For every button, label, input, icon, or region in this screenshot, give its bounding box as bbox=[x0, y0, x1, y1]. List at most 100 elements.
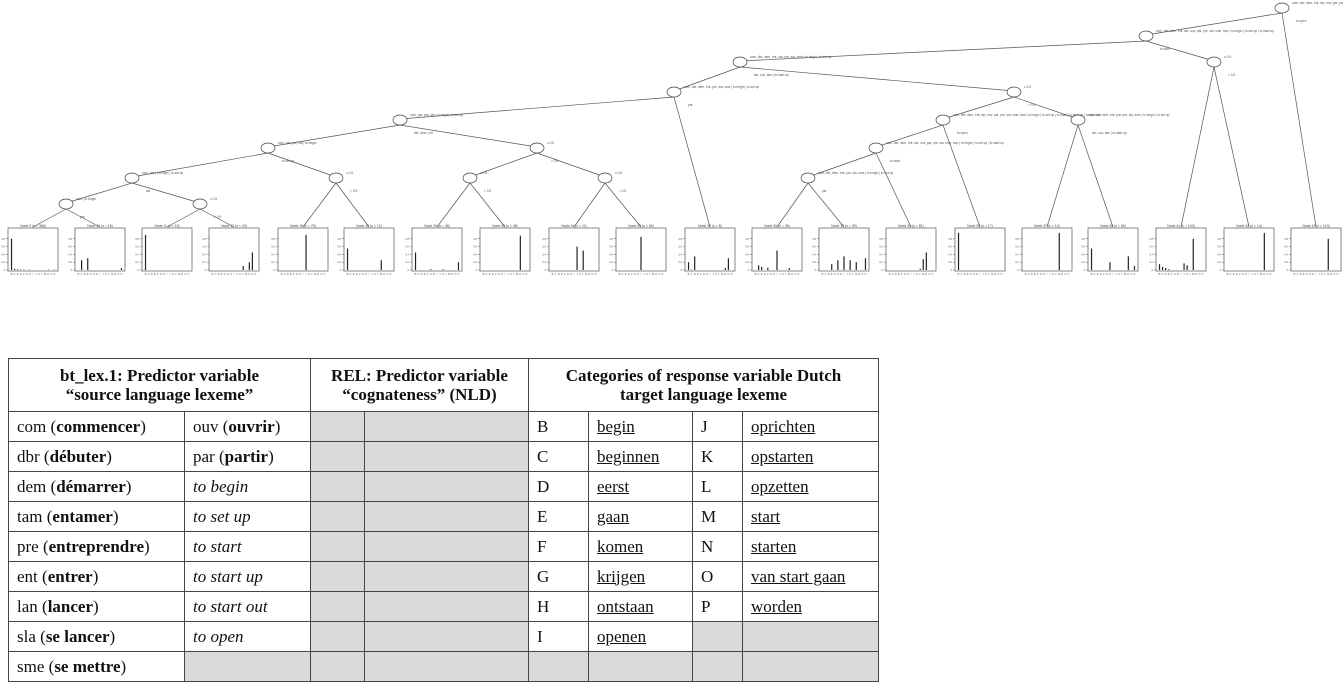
leaf-bar bbox=[1128, 256, 1129, 270]
category-tick-label: H bbox=[1109, 272, 1111, 276]
category-tick-label: O bbox=[1333, 272, 1335, 276]
category-tick-label: D bbox=[421, 272, 423, 276]
y-tick-label: 0.2 bbox=[948, 260, 952, 264]
leaf-bar bbox=[958, 233, 959, 270]
y-tick-label: 0 bbox=[4, 268, 6, 272]
y-tick-label: 0.6 bbox=[202, 245, 206, 249]
leaf-bar bbox=[1109, 262, 1110, 270]
category-tick-label: K bbox=[1186, 272, 1188, 276]
tree-edge bbox=[1078, 125, 1113, 227]
category-tick-label: K bbox=[239, 272, 241, 276]
category-tick-label: N bbox=[317, 272, 319, 276]
leaf-label: Node 30 (n = 36) bbox=[764, 224, 790, 228]
category-tick-label: B bbox=[1025, 272, 1027, 276]
category-tick-label: D bbox=[558, 272, 560, 276]
category-tick-label: J bbox=[305, 272, 307, 276]
tree-edge bbox=[537, 153, 605, 177]
category-tick-label: M bbox=[178, 272, 180, 276]
y-tick-label: 0 bbox=[681, 268, 683, 272]
category-tick-label: I bbox=[710, 272, 711, 276]
category-tick-label: L bbox=[1121, 272, 1123, 276]
leaf-label: Node 20 (n = 46) bbox=[424, 224, 450, 228]
category-tick-label: G bbox=[93, 272, 95, 276]
y-tick-label: 0.6 bbox=[1081, 245, 1085, 249]
response-word-cell: begin bbox=[589, 412, 693, 442]
category-tick-label: H bbox=[907, 272, 909, 276]
category-tick-label: L bbox=[108, 272, 110, 276]
category-tick-label: F bbox=[427, 272, 429, 276]
cognateness-cell bbox=[365, 562, 529, 592]
category-tick-label: B bbox=[755, 272, 757, 276]
y-tick-label: 0.4 bbox=[1081, 252, 1085, 256]
y-tick-label: 0.6 bbox=[337, 245, 341, 249]
category-tick-label: B bbox=[483, 272, 485, 276]
category-tick-label: B bbox=[415, 272, 417, 276]
category-tick-label: B bbox=[145, 272, 147, 276]
category-tick-label: B bbox=[212, 272, 214, 276]
split-node bbox=[801, 173, 815, 183]
category-tick-label: D bbox=[287, 272, 289, 276]
y-tick-label: 0.4 bbox=[812, 252, 816, 256]
tree-edge bbox=[740, 67, 1014, 91]
category-tick-label: C bbox=[622, 272, 624, 276]
y-tick-label: 0.8 bbox=[1284, 237, 1288, 241]
split-label-right: par bbox=[822, 189, 828, 193]
category-tick-label: P bbox=[865, 272, 867, 276]
category-tick-label: M bbox=[1124, 272, 1126, 276]
y-tick-label: 0.2 bbox=[542, 260, 546, 264]
y-tick-label: 0 bbox=[882, 268, 884, 272]
split-label-right: sla bbox=[146, 189, 150, 193]
category-tick-label: O bbox=[997, 272, 999, 276]
leaf-bar bbox=[243, 266, 244, 270]
split-label-right: > 0.5 bbox=[551, 159, 558, 163]
response-word-cell bbox=[743, 652, 879, 682]
category-tick-label: M bbox=[314, 272, 316, 276]
y-tick-label: 0.8 bbox=[271, 237, 275, 241]
category-tick-label: N bbox=[925, 272, 927, 276]
category-tick-label: B bbox=[889, 272, 891, 276]
y-tick-label: 0.8 bbox=[948, 237, 952, 241]
category-tick-label: B bbox=[281, 272, 283, 276]
category-tick-label: P bbox=[458, 272, 460, 276]
category-tick-label: C bbox=[555, 272, 557, 276]
category-tick-label: H bbox=[976, 272, 978, 276]
category-tick-label: G bbox=[1174, 272, 1176, 276]
y-tick-label: 0.6 bbox=[678, 245, 682, 249]
split-node bbox=[59, 199, 73, 209]
response-letter-cell bbox=[693, 652, 743, 682]
y-tick-label: 0.6 bbox=[68, 245, 72, 249]
leaf-bar bbox=[923, 259, 924, 270]
leaf-bar bbox=[1159, 264, 1160, 270]
legend-table: bt_lex.1: Predictor variable “source lan… bbox=[8, 358, 879, 682]
category-tick-label: N bbox=[791, 272, 793, 276]
response-word-cell: worden bbox=[743, 592, 879, 622]
category-tick-label: M bbox=[245, 272, 247, 276]
dutch-lexeme: beginnen bbox=[597, 447, 659, 466]
category-tick-label: O bbox=[1064, 272, 1066, 276]
category-tick-label: C bbox=[691, 272, 693, 276]
category-tick-label: H bbox=[1043, 272, 1045, 276]
category-tick-label: D bbox=[1233, 272, 1235, 276]
category-tick-label: P bbox=[121, 272, 123, 276]
category-tick-label: F bbox=[564, 272, 566, 276]
leaf-label: Node 24 (n = 11) bbox=[561, 224, 586, 228]
category-tick-label: C bbox=[418, 272, 420, 276]
leaf-box bbox=[1291, 228, 1341, 271]
y-tick-label: 0.2 bbox=[678, 260, 682, 264]
category-tick-label: H bbox=[637, 272, 639, 276]
category-tick-label: I bbox=[167, 272, 168, 276]
category-tick-label: E bbox=[1236, 272, 1238, 276]
category-tick-label: M bbox=[855, 272, 857, 276]
category-tick-label: D bbox=[1165, 272, 1167, 276]
category-tick-label: L bbox=[785, 272, 787, 276]
category-tick-label: K bbox=[849, 272, 851, 276]
lexeme-word: se mettre bbox=[54, 657, 120, 676]
source-lexeme-cell: com (commencer) bbox=[9, 412, 185, 442]
dutch-lexeme: krijgen bbox=[597, 567, 645, 586]
category-tick-label: J bbox=[982, 272, 984, 276]
lexeme-code: sla bbox=[17, 627, 36, 646]
response-letter-cell: E bbox=[529, 502, 589, 532]
leaf-bar bbox=[1162, 267, 1163, 270]
y-tick-label: 0.2 bbox=[609, 260, 613, 264]
